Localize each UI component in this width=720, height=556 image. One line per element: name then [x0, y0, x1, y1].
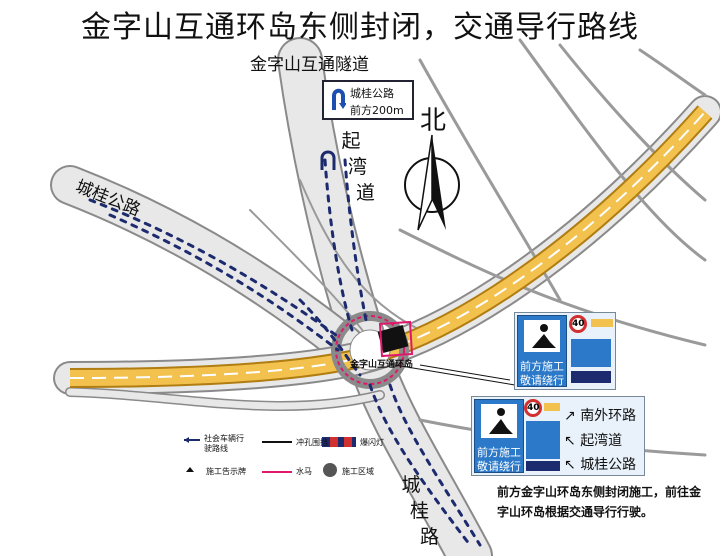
legend-detour: 社会车辆行驶路线: [204, 434, 244, 453]
route-south-outer-ring: ↗ 南外环路: [564, 408, 637, 424]
speed-limit-sign: 40: [569, 315, 587, 333]
turn-arrow-icon: ↗: [564, 408, 576, 424]
speed-limit-sign: 40: [524, 399, 542, 417]
flash-light-icon: [571, 371, 611, 383]
page-title: 金字山互通环岛东侧封闭，交通导行路线: [81, 10, 639, 45]
route-qiwan: ↖ 起湾道: [564, 433, 623, 449]
construction-sign-south: 前方施工 敬请绕行 40 ↗ 南外环路 ↖ 起湾道 ↖ 城桂公路: [471, 396, 645, 476]
detour-route: [88, 158, 482, 547]
worker-icon: [524, 320, 560, 352]
diagram-panel: [526, 421, 560, 459]
north-label: 北: [420, 106, 447, 136]
u-turn-icon: [332, 88, 346, 110]
chenggui-south-label: 城 桂 路: [401, 474, 440, 548]
legend-notice: 施工告示牌: [206, 467, 246, 476]
north-compass-icon: [404, 134, 460, 231]
legend-flash: 爆闪灯: [360, 438, 384, 447]
roundabout-label: 金字山互通环岛: [350, 360, 414, 370]
sign-destination: 城桂公路: [350, 87, 394, 100]
route-chenggui: ↖ 城桂公路: [564, 457, 637, 473]
turn-arrow-icon: ↖: [564, 457, 576, 473]
qiwan-road-label: 起 湾 道: [341, 130, 376, 204]
construction-zone: [377, 320, 414, 358]
chenggui-200m-sign: 城桂公路 前方200m: [322, 80, 414, 120]
arrow-strip-icon: [591, 319, 613, 327]
flash-light-icon: [526, 461, 560, 471]
legend-zone: 施工区域: [342, 467, 374, 476]
leader-line: [394, 364, 516, 386]
construction-sign-east: 前方施工 敬请绕行 40: [514, 312, 616, 390]
legend-fence: 冲孔围挡: [296, 438, 328, 447]
closure-note: 前方金字山环岛东侧封闭施工，前往金字山环岛根据交通导行行驶。: [497, 485, 702, 519]
legend-graphics: [184, 437, 356, 477]
work-panel: 前方施工 敬请绕行: [517, 315, 567, 387]
u-turn-icon: [320, 150, 336, 170]
diagram-panel: [571, 339, 611, 367]
tunnel-label: 金字山互通隧道: [250, 55, 369, 75]
work-panel: 前方施工 敬请绕行: [474, 399, 524, 473]
turn-arrow-icon: ↖: [564, 433, 576, 449]
legend-barrier: 水马: [296, 467, 312, 476]
worker-icon: [481, 404, 517, 438]
sign-distance: 前方200m: [350, 104, 404, 117]
arrow-strip-icon: [544, 403, 560, 411]
